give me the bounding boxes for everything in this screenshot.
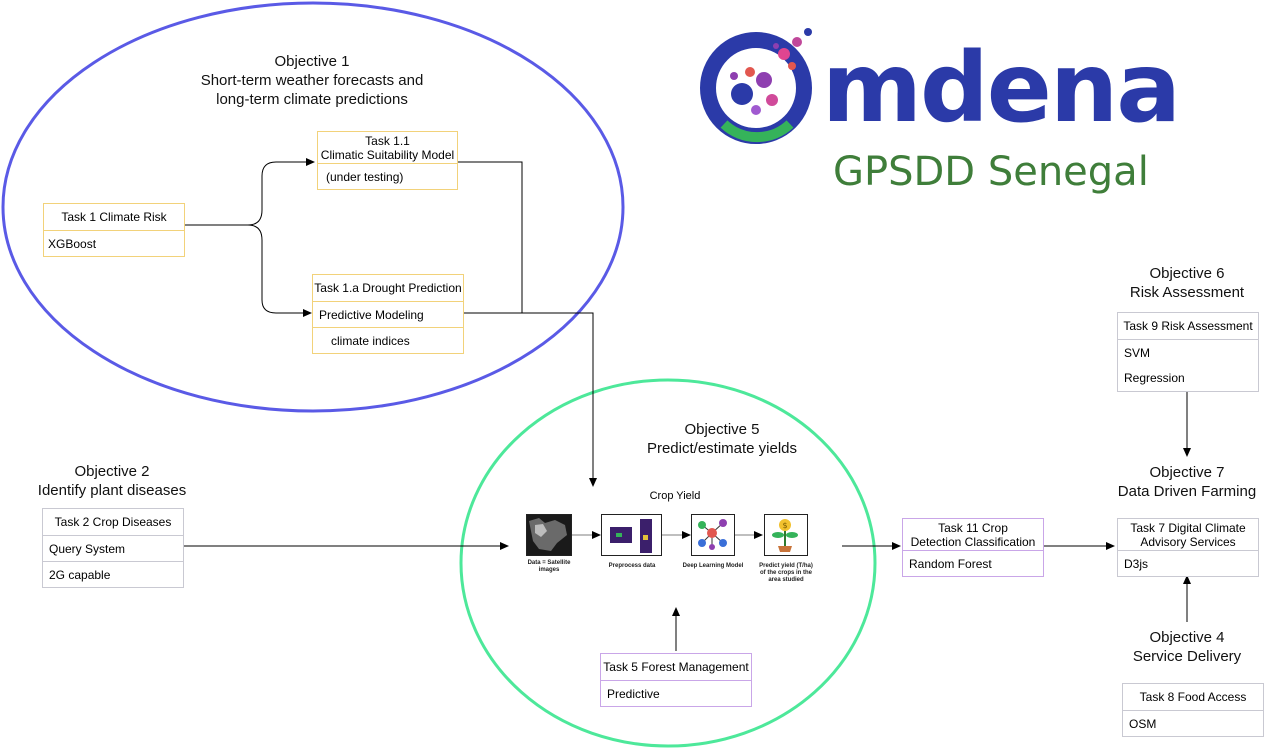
task1-1-title: Task 1.1 Climatic Suitability Model — [320, 134, 455, 162]
task1-1-item: (under testing) — [318, 163, 457, 189]
task9-item-2: Regression — [1124, 371, 1185, 385]
task8-box: Task 8 Food Access OSM — [1122, 683, 1264, 737]
omdena-o-icon — [700, 28, 812, 144]
task1a-item-1: Predictive Modeling — [313, 301, 463, 327]
objective1-heading: Objective 1 Short-term weather forecasts… — [200, 53, 424, 108]
task5-title: Task 5 Forest Management — [603, 660, 749, 674]
objective7-heading: Objective 7 Data Driven Farming — [1117, 464, 1257, 500]
task1a-box: Task 1.a Drought Prediction Predictive M… — [312, 274, 464, 354]
objective5-heading: Objective 5 Predict/estimate yields — [646, 421, 798, 457]
task1-item: XGBoost — [44, 230, 184, 256]
brand-name: mdena — [822, 32, 1181, 144]
connector-task1-1-out — [457, 161, 523, 313]
yield-plant-icon: $ — [764, 514, 808, 556]
task7-item: D3js — [1118, 550, 1258, 576]
task8-item: OSM — [1123, 710, 1263, 736]
stage-label-predict: Predict yield (T/ha) of the crops in the… — [759, 563, 813, 583]
task11-box: Task 11 Crop Detection Classification Ra… — [902, 518, 1044, 577]
stage-label-deep-learning: Deep Learning Model — [682, 563, 744, 569]
stage-label-preprocess: Preprocess data — [608, 563, 656, 569]
objective2-heading: Objective 2 Identify plant diseases — [37, 463, 187, 499]
task11-title: Task 11 Crop Detection Classification — [910, 521, 1036, 549]
task9-item-1: SVM — [1118, 339, 1258, 365]
task9-title: Task 9 Risk Assessment — [1123, 319, 1253, 333]
task7-title: Task 7 Digital Climate Advisory Services — [1130, 521, 1246, 549]
task2-item-1: Query System — [43, 535, 183, 561]
brand-subtitle: GPSDD Senegal — [833, 149, 1149, 195]
omdena-logo: mdena — [694, 18, 1181, 148]
task1-1-box: Task 1.1 Climatic Suitability Model (und… — [317, 131, 458, 190]
objective5-ellipse — [459, 378, 877, 748]
svg-text:$: $ — [782, 521, 787, 530]
task1-box: Task 1 Climate Risk XGBoost — [43, 203, 185, 257]
task5-box: Task 5 Forest Management Predictive — [600, 653, 752, 707]
connector-task1a-to-yield — [463, 312, 597, 487]
task1a-title: Task 1.a Drought Prediction — [314, 281, 462, 295]
satellite-image — [526, 514, 572, 556]
objective6-heading: Objective 6 Risk Assessment — [1129, 265, 1245, 301]
task5-item: Predictive — [601, 680, 751, 706]
crop-yield-title: Crop Yield — [649, 490, 701, 502]
task9-box: Task 9 Risk Assessment SVM Regression — [1117, 312, 1259, 392]
task2-box: Task 2 Crop Diseases Query System 2G cap… — [42, 508, 184, 588]
objective4-heading: Objective 4 Service Delivery — [1132, 629, 1242, 665]
task2-title: Task 2 Crop Diseases — [54, 515, 172, 529]
connector-task1-to-task1-1 — [185, 158, 315, 226]
connector-task1-to-task1a — [247, 224, 312, 317]
task1a-item-2: climate indices — [313, 327, 463, 353]
objective1-ellipse — [1, 1, 625, 413]
task2-item-2: 2G capable — [43, 561, 183, 587]
task8-title: Task 8 Food Access — [1139, 690, 1247, 704]
stage-label-satellite: Data = Satellite images — [527, 560, 571, 573]
preprocess-image — [601, 514, 662, 556]
task11-item: Random Forest — [903, 550, 1043, 576]
task1-title: Task 1 Climate Risk — [61, 210, 167, 224]
task7-box: Task 7 Digital Climate Advisory Services… — [1117, 518, 1259, 577]
deep-learning-icon — [691, 514, 735, 556]
